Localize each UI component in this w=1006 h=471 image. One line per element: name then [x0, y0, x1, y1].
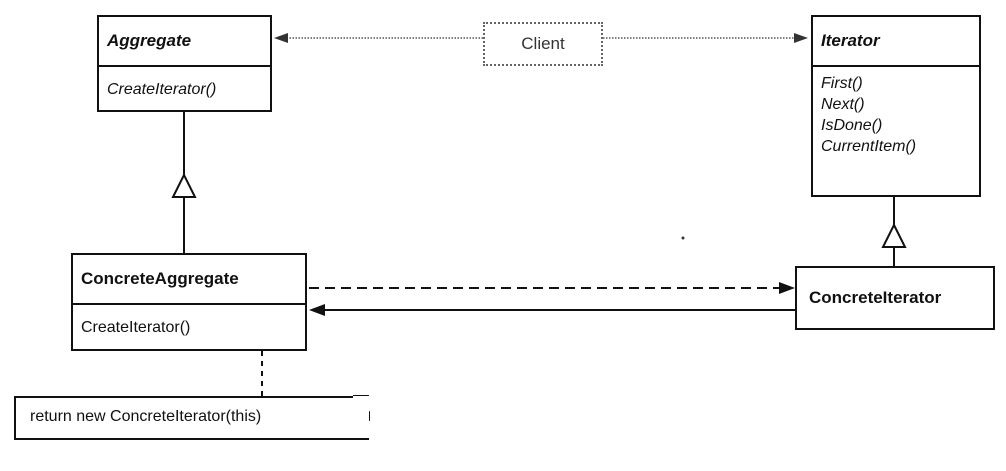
- concrete-iterator-class-name: ConcreteIterator: [809, 288, 942, 307]
- concrete-aggregate-operation: CreateIterator(): [81, 319, 191, 336]
- arrowhead-icon: [779, 282, 795, 294]
- iterator-to-aggregate-edge: [309, 304, 795, 316]
- aggregate-class-name: Aggregate: [99, 17, 270, 67]
- arrowhead-icon: [309, 304, 325, 316]
- arrowhead-icon: [794, 33, 808, 43]
- iterator-inheritance-edge: [881, 197, 907, 266]
- client-box: Client: [483, 22, 603, 66]
- concrete-aggregate-class: ConcreteAggregate CreateIterator(): [71, 253, 307, 351]
- aggregate-operations: CreateIterator(): [99, 67, 270, 106]
- code-note-text: return new ConcreteIterator(this): [30, 408, 262, 425]
- aggregate-operation: CreateIterator(): [107, 81, 217, 98]
- iterator-class-name: Iterator: [813, 17, 979, 67]
- iterator-operation: First(): [821, 75, 863, 92]
- creates-dependency-edge: [309, 282, 795, 294]
- arrowhead-icon: [274, 33, 288, 43]
- inheritance-triangle-icon: [881, 222, 907, 248]
- concrete-aggregate-operations: CreateIterator(): [73, 305, 305, 344]
- note-top-border: [14, 396, 353, 398]
- iterator-operation: CurrentItem(): [821, 138, 917, 155]
- concrete-iterator-class: ConcreteIterator: [795, 266, 995, 330]
- code-note: return new ConcreteIterator(this): [14, 396, 369, 440]
- speck: [681, 236, 685, 240]
- aggregate-inheritance-edge: [171, 112, 197, 253]
- client-label: Client: [521, 34, 565, 53]
- inheritance-triangle-icon: [171, 172, 197, 198]
- iterator-operation: Next(): [821, 96, 865, 113]
- iterator-operations: First() Next() IsDone() CurrentItem(): [813, 67, 979, 163]
- client-to-aggregate-edge: [274, 33, 483, 43]
- iterator-operation: IsDone(): [821, 117, 883, 134]
- aggregate-class: Aggregate CreateIterator(): [97, 15, 272, 112]
- iterator-class: Iterator First() Next() IsDone() Current…: [811, 15, 981, 197]
- client-to-iterator-edge: [603, 33, 808, 43]
- concrete-aggregate-class-name: ConcreteAggregate: [73, 255, 305, 305]
